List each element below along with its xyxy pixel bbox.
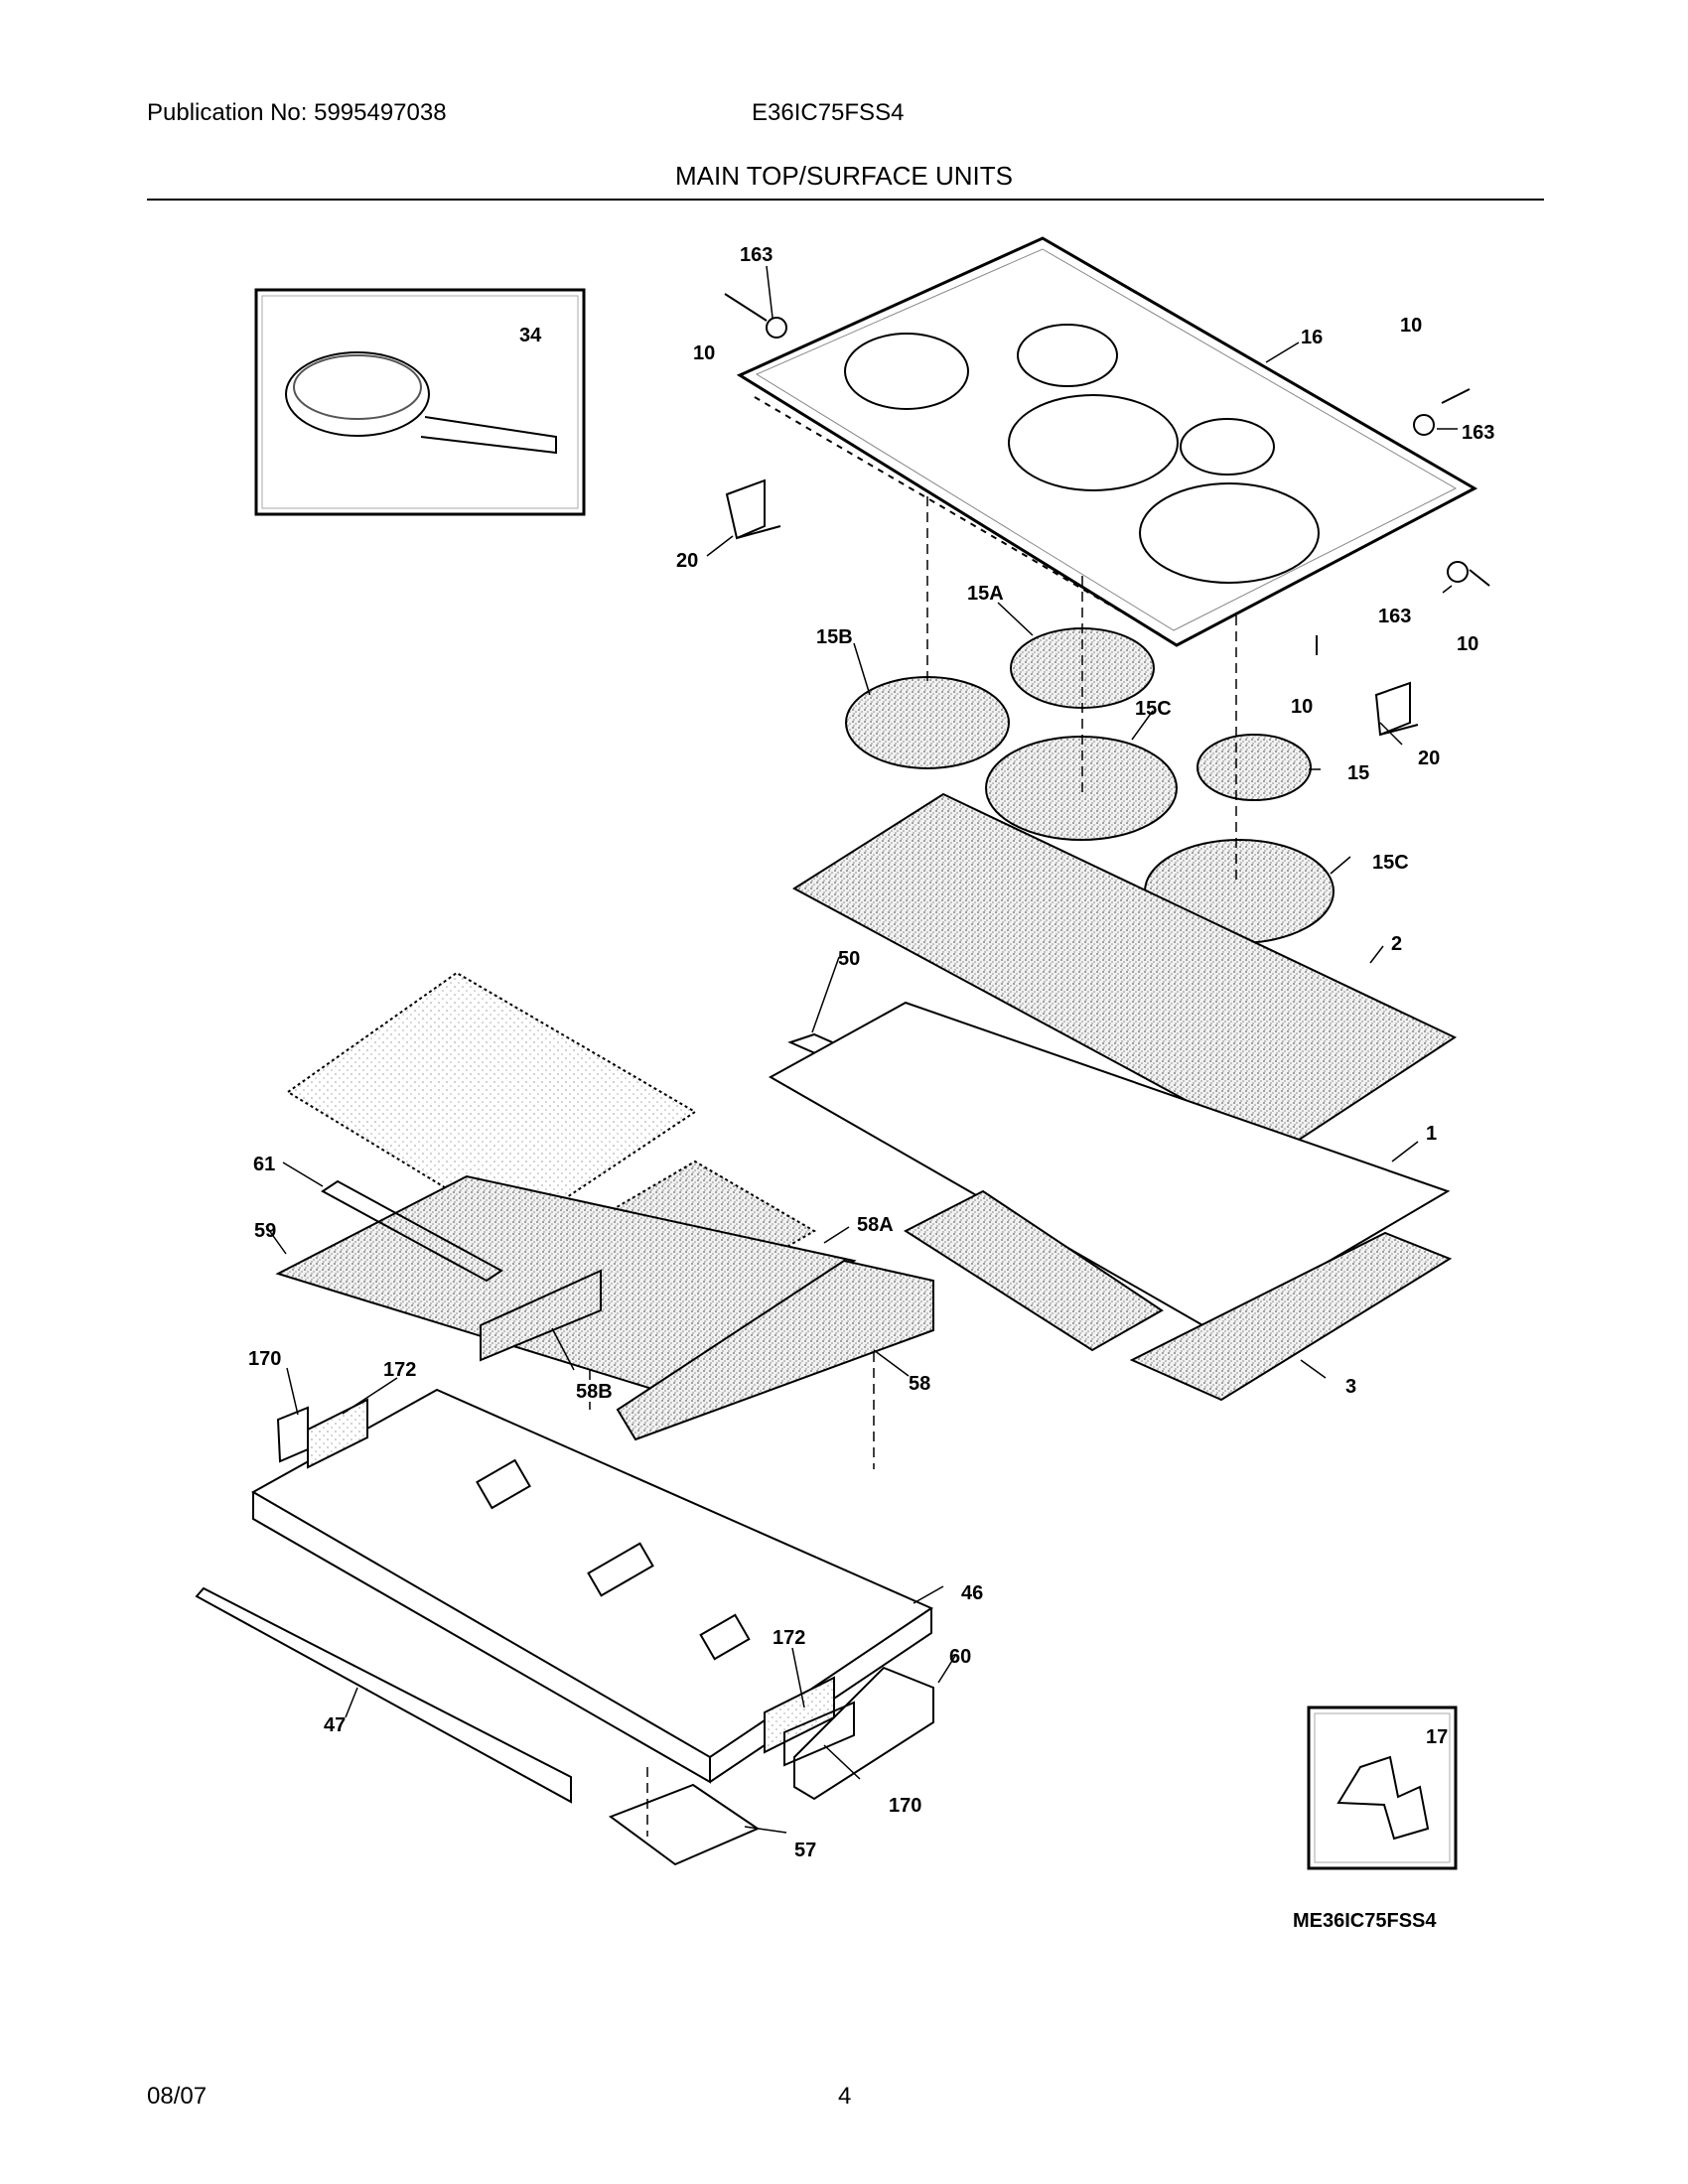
part-label-15: 15	[1347, 762, 1369, 784]
part-label-59: 59	[254, 1220, 276, 1242]
part-label-172: 172	[773, 1627, 805, 1649]
part-label-20: 20	[676, 550, 698, 572]
diagram-code: ME36IC75FSS4	[1293, 1910, 1437, 1932]
part-label-15C: 15C	[1135, 698, 1172, 720]
part-label-50: 50	[838, 948, 860, 970]
header-rule	[147, 199, 1544, 201]
insulation-strip	[903, 1189, 1164, 1352]
control-board	[286, 971, 697, 1233]
part-label-60: 60	[949, 1646, 971, 1668]
part-label-17: 17	[1426, 1726, 1448, 1748]
part-label-46: 46	[961, 1582, 983, 1604]
part-label-47: 47	[324, 1714, 346, 1736]
part-label-3: 3	[1345, 1376, 1356, 1398]
footer-date: 08/07	[147, 2083, 208, 2110]
inset-pan-box	[254, 288, 586, 516]
bracket-20-right	[1374, 681, 1419, 737]
box-60	[793, 1666, 934, 1801]
part-label-57: 57	[794, 1840, 816, 1861]
part-label-1: 1	[1426, 1123, 1437, 1145]
part-label-61: 61	[253, 1154, 275, 1175]
publication-number: Publication No: 5995497038	[147, 99, 447, 126]
insulation-58B	[480, 1269, 602, 1362]
part-label-170: 170	[248, 1348, 281, 1370]
element-15C-upper	[985, 736, 1178, 841]
part-label-58B: 58B	[576, 1381, 613, 1403]
screws-bumpers	[724, 293, 1490, 655]
part-label-170: 170	[889, 1795, 921, 1817]
part-label-58A: 58A	[857, 1214, 894, 1236]
insulation-2	[792, 792, 1458, 1154]
cooktop-glass-16	[736, 236, 1478, 647]
part-label-2: 2	[1391, 933, 1402, 955]
bracket-170-right	[783, 1701, 855, 1767]
element-15	[1196, 734, 1312, 801]
bar-61	[321, 1179, 503, 1283]
part-label-10: 10	[693, 342, 715, 364]
insulation-58	[616, 1259, 934, 1441]
part-label-163: 163	[1462, 422, 1494, 444]
part-label-15B: 15B	[816, 626, 853, 648]
part-label-15C: 15C	[1372, 852, 1409, 874]
part-label-163: 163	[1378, 606, 1411, 627]
part-label-10: 10	[1457, 633, 1478, 655]
part-label-172: 172	[383, 1359, 416, 1381]
element-15B	[845, 676, 1010, 769]
page-title: MAIN TOP/SURFACE UNITS	[675, 161, 1013, 191]
part-label-58: 58	[909, 1373, 930, 1395]
insulation-3	[1129, 1231, 1453, 1402]
inset-box-17	[1307, 1706, 1458, 1870]
part-label-20: 20	[1418, 748, 1440, 769]
part-label-15A: 15A	[967, 583, 1004, 605]
part-label-163: 163	[740, 244, 773, 266]
plate-57	[608, 1783, 761, 1866]
page-number: 4	[838, 2083, 852, 2110]
insulation-59	[275, 1174, 857, 1392]
part-label-10: 10	[1291, 696, 1313, 718]
part-label-16: 16	[1301, 327, 1323, 348]
model-number: E36IC75FSS4	[752, 99, 905, 126]
trim-47	[195, 1586, 572, 1804]
bracket-20-left	[725, 478, 781, 540]
bracket-170-left	[276, 1406, 309, 1463]
part-label-10: 10	[1400, 315, 1422, 337]
part-label-34: 34	[519, 325, 542, 346]
